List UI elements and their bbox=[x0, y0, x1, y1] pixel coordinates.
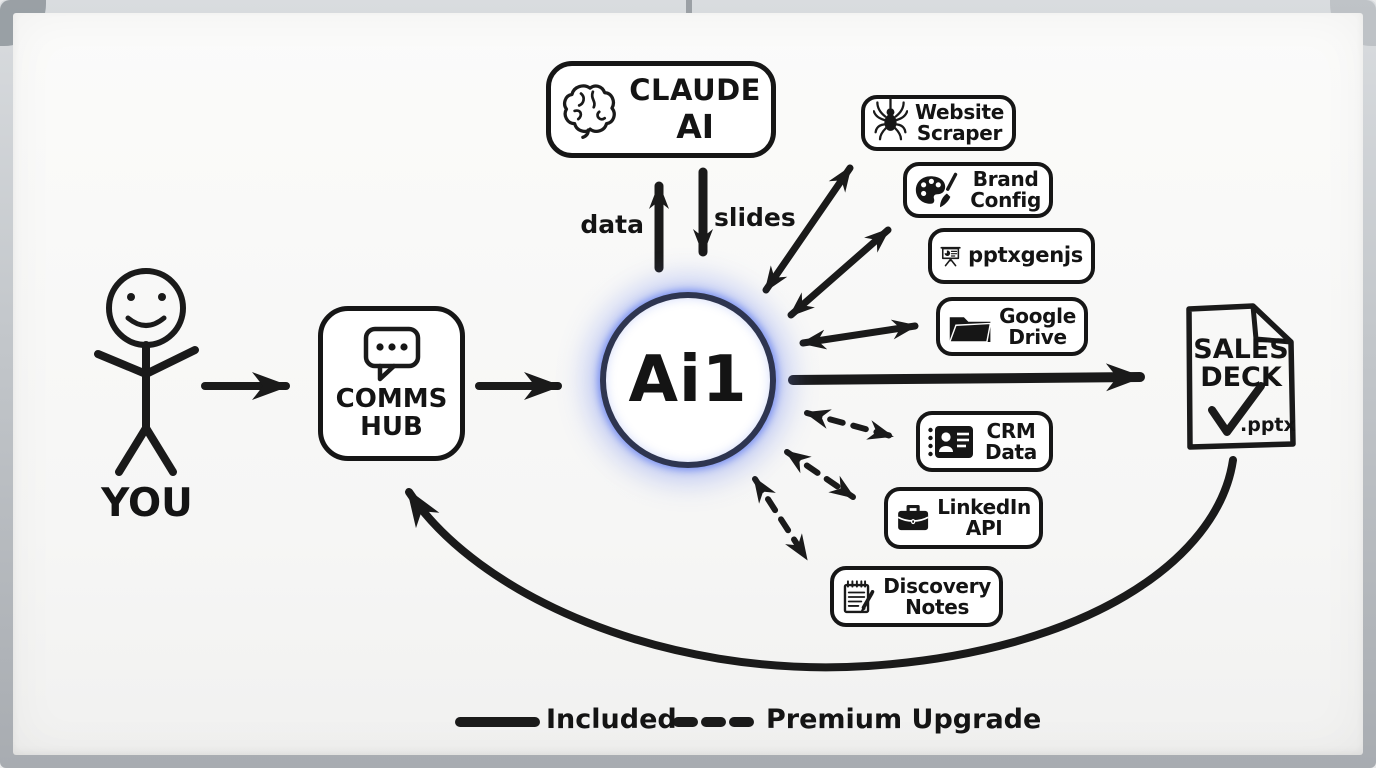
node-label: API bbox=[965, 516, 1003, 540]
node-label: Data bbox=[985, 439, 1037, 464]
claude-label-line2: AI bbox=[676, 107, 715, 146]
node-label: Notes bbox=[905, 594, 970, 619]
ai1-label: Ai1 bbox=[628, 343, 748, 417]
speech-bubble-icon bbox=[363, 326, 420, 382]
legend-premium-label: Premium Upgrade bbox=[766, 704, 1042, 735]
data-flow-label: data bbox=[580, 210, 644, 239]
node-label: Google bbox=[999, 303, 1076, 328]
you-label: YOU bbox=[101, 481, 193, 526]
node-label: Scraper bbox=[916, 121, 1003, 145]
document-checkmark-icon bbox=[1186, 303, 1296, 450]
arrow-ai-google-drive bbox=[799, 319, 919, 350]
briefcase-icon bbox=[897, 505, 929, 531]
node-ai1-core: Ai1 bbox=[600, 292, 776, 468]
claude-label-line1: CLAUDE bbox=[629, 73, 761, 107]
frame-mount-mark bbox=[686, 0, 692, 15]
arrow-deck-back-to-comms bbox=[405, 456, 1237, 672]
id-card-icon bbox=[928, 425, 973, 458]
palette-icon bbox=[915, 172, 958, 208]
node-label: CRM bbox=[986, 418, 1036, 443]
comms-hub-label-line2: HUB bbox=[360, 411, 423, 442]
node-google-drive: Google Drive bbox=[936, 297, 1088, 356]
arrow-ai-brand-config bbox=[787, 226, 892, 319]
node-pptxgenjs: pptxgenjs bbox=[928, 228, 1095, 284]
spider-icon bbox=[873, 96, 908, 141]
node-label: Config bbox=[970, 188, 1041, 212]
node-brand-config: Brand Config bbox=[903, 162, 1053, 218]
sales-deck-label-line1: SALES bbox=[1193, 334, 1289, 365]
arrow-ai-crm-data bbox=[804, 409, 894, 440]
node-linkedin-api: LinkedIn API bbox=[884, 487, 1043, 549]
notepad-icon bbox=[843, 579, 875, 613]
brain-icon bbox=[563, 83, 616, 139]
folder-icon bbox=[948, 316, 992, 343]
arrow-ai-discovery-notes bbox=[752, 476, 809, 561]
comms-hub-label-line1: COMMS bbox=[335, 383, 448, 414]
node-label: pptxgenjs bbox=[968, 243, 1083, 268]
node-label: Website bbox=[914, 100, 1004, 125]
node-discovery-notes: Discovery Notes bbox=[830, 566, 1003, 627]
sales-deck-label-line2: DECK bbox=[1200, 362, 1282, 393]
arrow-ai-to-sales-deck bbox=[788, 363, 1145, 392]
node-label: LinkedIn bbox=[937, 495, 1031, 520]
arrow-ai-linkedin-api bbox=[784, 449, 856, 500]
node-website-scraper: Website Scraper bbox=[861, 95, 1016, 151]
checkmark-icon bbox=[1208, 382, 1265, 436]
presentation-icon bbox=[940, 246, 961, 267]
sales-deck-extension: .pptx bbox=[1240, 414, 1296, 436]
node-claude-ai: CLAUDE AI bbox=[546, 61, 776, 158]
legend-included-label: Included bbox=[546, 704, 677, 735]
node-label: Brand bbox=[972, 167, 1039, 192]
stick-figure-icon bbox=[94, 268, 199, 476]
node-label: Drive bbox=[1008, 324, 1067, 349]
node-label: Discovery bbox=[883, 573, 991, 598]
node-comms-hub: COMMS HUB bbox=[318, 306, 465, 461]
slides-flow-label: slides bbox=[714, 203, 796, 232]
node-crm-data: CRM Data bbox=[916, 411, 1053, 472]
